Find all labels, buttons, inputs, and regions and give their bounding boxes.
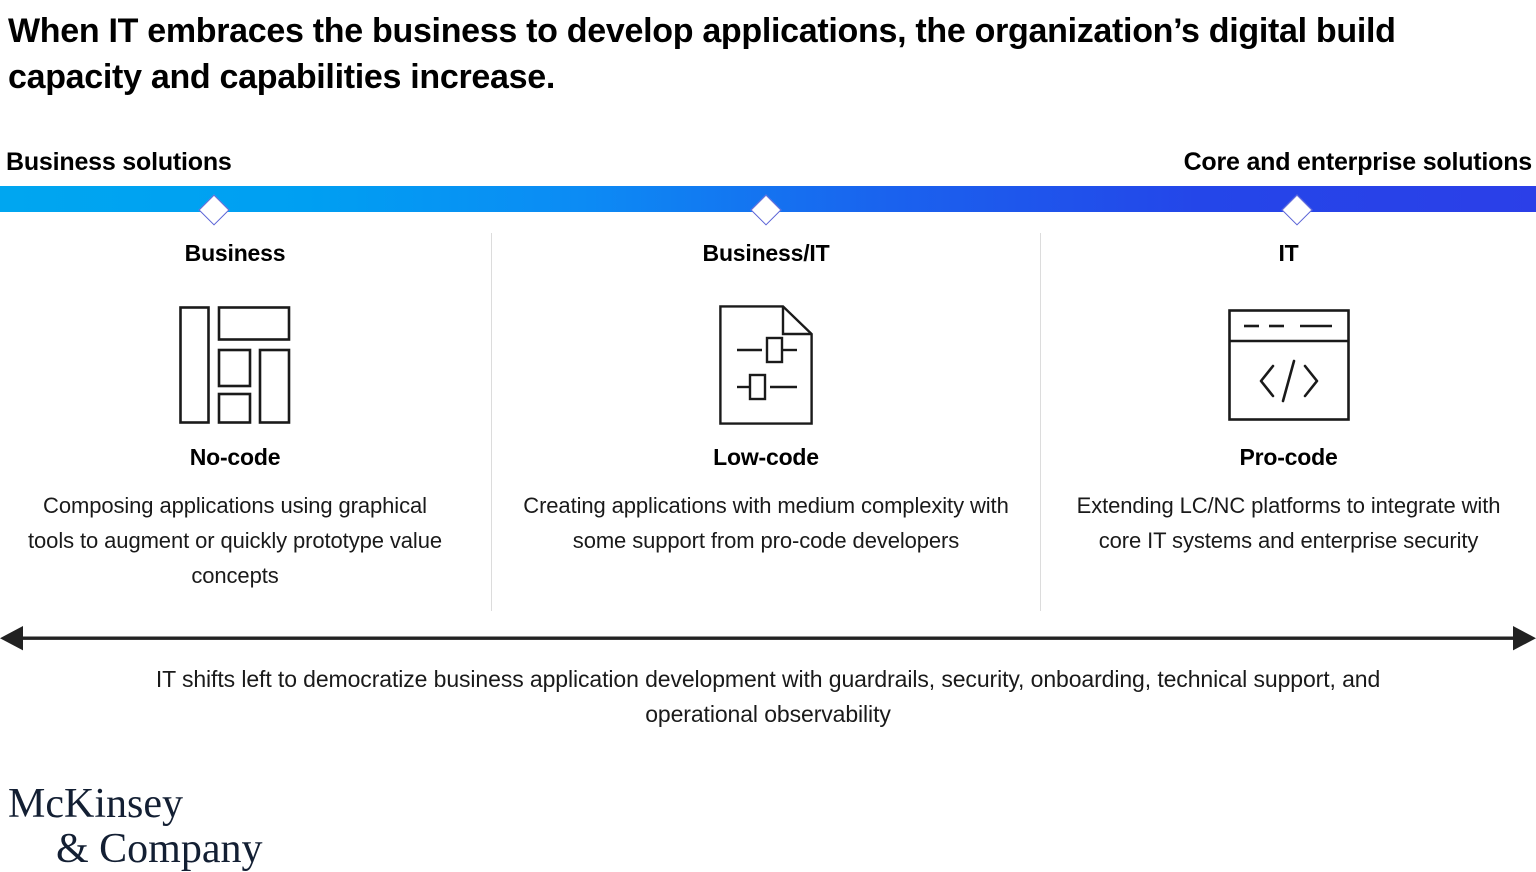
- column-it: IT Pro-code Extending LC/NC platforms to…: [1041, 238, 1536, 558]
- column-business-it: Business/IT Low-code Creating applicatio…: [492, 238, 1040, 558]
- column-description: Creating applications with medium comple…: [523, 493, 1009, 553]
- dashboard-layout-icon: [0, 290, 470, 440]
- bottom-caption: IT shifts left to democratize business a…: [155, 666, 1381, 727]
- column-approach-label: Pro-code: [1239, 444, 1338, 470]
- column-owner-label: IT: [1278, 240, 1299, 266]
- column-divider-2: [1040, 233, 1041, 611]
- logo-line-2: & Company: [56, 826, 263, 872]
- column-description: Extending LC/NC platforms to integrate w…: [1076, 493, 1501, 553]
- page-title: When IT embraces the business to develop…: [8, 12, 1396, 96]
- column-divider-1: [491, 233, 492, 611]
- column-owner-label: Business/IT: [702, 240, 830, 266]
- column-approach-label: Low-code: [713, 444, 819, 470]
- logo-line-1: McKinsey: [8, 781, 183, 827]
- mckinsey-logo: McKinsey & Company: [8, 782, 263, 872]
- code-window-icon: [1041, 290, 1536, 440]
- column-description: Composing applications using graphical t…: [28, 493, 442, 588]
- column-approach-label: No-code: [189, 444, 281, 470]
- column-owner-label: Business: [184, 240, 286, 266]
- column-business: Business No-code Composing applications …: [0, 238, 470, 593]
- double-headed-arrow-icon: [0, 626, 1536, 652]
- spectrum-left-label: Business solutions: [6, 148, 232, 176]
- spectrum-right-label: Core and enterprise solutions: [1183, 148, 1533, 176]
- document-sliders-icon: [492, 290, 1040, 440]
